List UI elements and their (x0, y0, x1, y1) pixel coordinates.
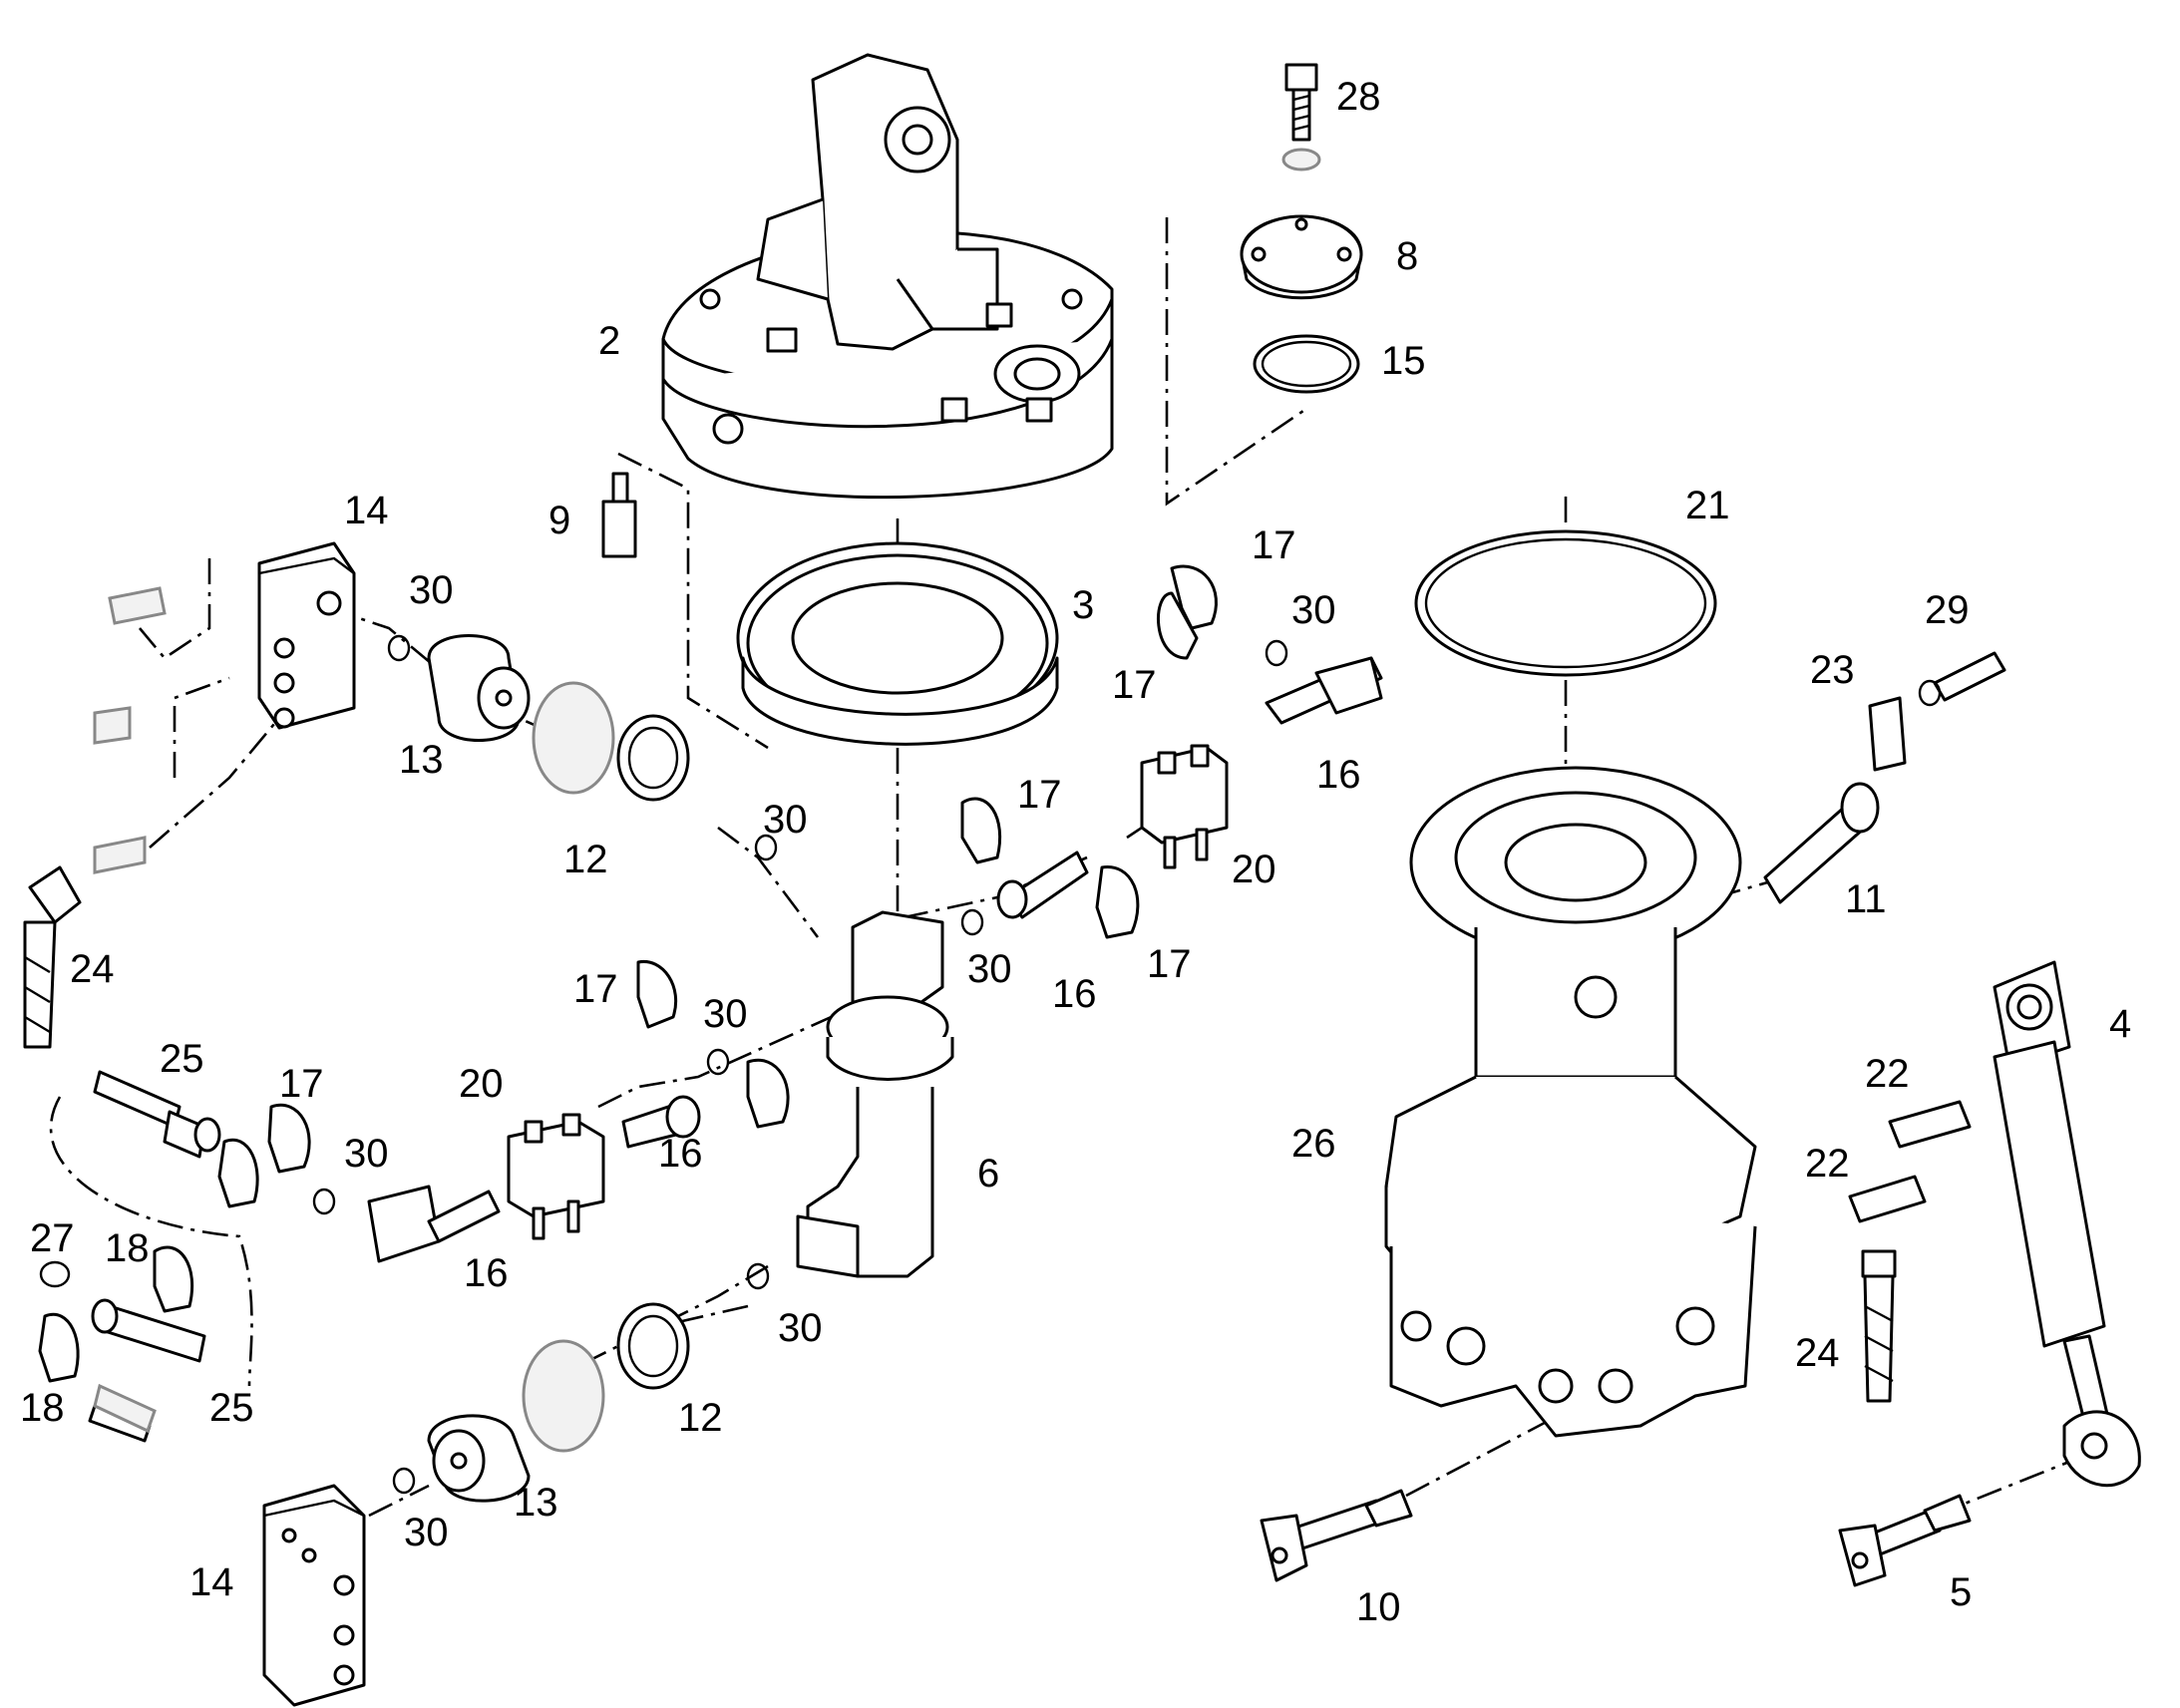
label-17: 17 (1112, 663, 1157, 707)
label-12: 12 (678, 1396, 723, 1440)
label-30: 30 (409, 568, 454, 612)
label-21: 21 (1685, 484, 1730, 527)
label-30: 30 (778, 1306, 823, 1350)
pin-11 (1763, 782, 1880, 904)
label-18: 18 (105, 1226, 150, 1270)
main-housing-26 (1384, 766, 1757, 1438)
label-17: 17 (279, 1062, 324, 1106)
cylinder-13-bottom (427, 1414, 531, 1503)
clamp-block-20-bottom (507, 1113, 605, 1240)
label-30: 30 (763, 798, 808, 842)
pin-5 (1838, 1494, 1972, 1587)
bolt-29 (1918, 651, 2006, 707)
label-30: 30 (967, 947, 1012, 991)
left-fittings (93, 586, 167, 1434)
label-25: 25 (160, 1037, 204, 1081)
valve-block-14-top (257, 541, 356, 730)
pipe-fittings-16 (367, 656, 1383, 1263)
hose-24-left (23, 865, 82, 1049)
stud-9 (601, 472, 637, 558)
label-16: 16 (658, 1132, 703, 1176)
o-ring-21 (1414, 529, 1717, 677)
seal-12-bottom-a (522, 1339, 605, 1453)
fittings-22 (1848, 1100, 1972, 1223)
label-24: 24 (1795, 1331, 1840, 1375)
label-30: 30 (404, 1511, 449, 1554)
label-14: 14 (189, 1560, 234, 1604)
label-16: 16 (1316, 753, 1361, 797)
label-3: 3 (1072, 583, 1094, 627)
clamp-block-20-top (1140, 744, 1229, 869)
label-11: 11 (1845, 877, 1887, 921)
label-30: 30 (344, 1132, 389, 1176)
o-ring-27 (39, 1260, 71, 1288)
label-5: 5 (1950, 1570, 1972, 1614)
seal-12-top-a (532, 681, 615, 795)
label-30: 30 (1291, 588, 1336, 632)
label-13: 13 (514, 1481, 558, 1525)
pin-10 (1260, 1489, 1413, 1582)
label-6: 6 (977, 1152, 999, 1196)
label-22: 22 (1865, 1052, 1910, 1096)
label-24: 24 (70, 947, 115, 991)
label-16: 16 (464, 1251, 509, 1295)
label-27: 27 (30, 1216, 75, 1260)
label-10: 10 (1356, 1585, 1401, 1629)
cover-8 (1240, 214, 1363, 300)
label-22: 22 (1805, 1142, 1850, 1186)
cylinder-4 (1993, 960, 2141, 1488)
label-16: 16 (1052, 972, 1097, 1016)
valve-block-14-bottom (262, 1484, 366, 1707)
label-20: 20 (1232, 848, 1276, 891)
label-29: 29 (1925, 588, 1970, 632)
label-13: 13 (399, 738, 444, 782)
label-17: 17 (1252, 523, 1296, 567)
washer-28 (1281, 148, 1321, 171)
label-17: 17 (1017, 773, 1062, 817)
label-30: 30 (703, 992, 748, 1036)
bolt-28 (1284, 63, 1318, 142)
gear-ring-3 (736, 541, 1059, 746)
half-clamps-17 (217, 564, 1218, 1208)
plate-23 (1868, 696, 1907, 772)
label-2: 2 (598, 319, 620, 363)
o-ring-15 (1253, 334, 1360, 394)
label-20: 20 (459, 1062, 504, 1106)
upper-housing (661, 53, 1114, 500)
label-17: 17 (573, 967, 618, 1011)
label-28: 28 (1336, 75, 1381, 119)
cylinder-13-top (427, 634, 531, 742)
o-rings-30 (312, 634, 1288, 1495)
label-12: 12 (563, 838, 608, 881)
label-14: 14 (344, 489, 389, 532)
label-23: 23 (1810, 648, 1855, 692)
label-17: 17 (1147, 942, 1192, 986)
callout-labels: 28 8 15 2 9 14 30 13 12 3 17 30 17 16 21… (20, 75, 2131, 1629)
label-15: 15 (1381, 339, 1426, 383)
hose-25-top (93, 1070, 221, 1159)
swivel-body-6 (796, 910, 954, 1278)
label-8: 8 (1396, 234, 1418, 278)
label-18: 18 (20, 1386, 65, 1430)
label-9: 9 (548, 499, 570, 542)
hose-24-right (1861, 1249, 1897, 1403)
half-clamps-18 (38, 1245, 194, 1383)
hose-25-bottom (88, 1298, 206, 1443)
label-4: 4 (2109, 1002, 2131, 1046)
label-25: 25 (209, 1386, 254, 1430)
label-26: 26 (1291, 1122, 1336, 1166)
